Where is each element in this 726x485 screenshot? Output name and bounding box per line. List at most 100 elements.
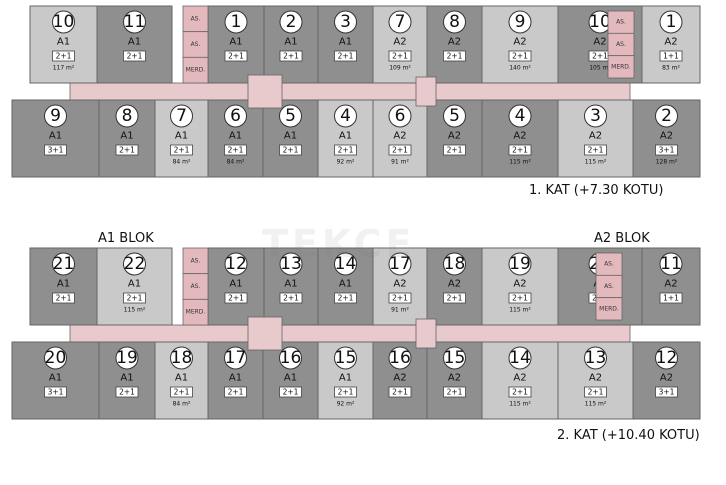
core-cell (182, 56, 209, 84)
unit-block: A1 (175, 373, 188, 384)
unit-type-box (443, 292, 466, 304)
unit-block: A2 (513, 373, 526, 384)
unit-block: A1 (339, 373, 352, 384)
unit-type-box (224, 292, 248, 304)
unit-type-box (279, 386, 302, 398)
unit-number: 20 (45, 348, 67, 368)
unit-number-circle (224, 346, 247, 370)
unit-block: A2 (448, 279, 461, 290)
core-label: MERD. (599, 305, 619, 312)
unit-number: 17 (225, 348, 247, 368)
unit-type-box (584, 386, 607, 398)
unit-number: 3 (590, 106, 601, 126)
unit-area: 83 m² (662, 65, 680, 72)
unit-number: 22 (124, 254, 146, 274)
core-cell (595, 297, 623, 321)
unit-type-box (508, 50, 532, 62)
unit-number: 18 (171, 348, 193, 368)
unit-type: 2+1 (588, 388, 604, 397)
unit-type: 2+1 (392, 52, 408, 61)
corridor-landing (247, 74, 283, 109)
unit-fill (11, 341, 100, 420)
unit-number-circle (655, 104, 678, 128)
unit-block: A2 (393, 37, 406, 48)
core-label: AS. (191, 15, 201, 22)
unit-number: 10 (589, 12, 611, 32)
unit-block: A2 (593, 37, 606, 48)
unit-type: 2+1 (512, 52, 528, 61)
core-label: AS. (191, 257, 201, 264)
unit-type: 2+1 (592, 52, 608, 61)
unit-type-box (388, 144, 412, 156)
unit-number: 15 (444, 348, 466, 368)
unit-area: 115 m² (585, 401, 607, 408)
unit-type-box (584, 144, 607, 156)
unit-block: A1 (229, 37, 242, 48)
unit-type: 2+1 (228, 388, 244, 397)
unit-type-box (123, 292, 146, 304)
core-label: AS. (191, 283, 201, 290)
unit-area: 115 m² (585, 159, 607, 166)
core-cell (182, 273, 209, 300)
unit-number-circle (44, 346, 67, 370)
core-label: AS. (191, 41, 201, 48)
unit-number: 18 (444, 254, 466, 274)
unit-block: A1 (229, 131, 242, 142)
unit-block: A1 (49, 373, 62, 384)
unit-area: 109 m² (389, 65, 411, 72)
core-cell (182, 5, 209, 33)
unit-area: 92 m² (337, 159, 355, 166)
unit-number: 2 (661, 106, 672, 126)
unit-number: 14 (509, 348, 531, 368)
unit-block: A2 (448, 131, 461, 142)
unit-type: 3+1 (659, 388, 675, 397)
unit-number-circle (334, 252, 357, 276)
unit-type: 2+1 (119, 146, 135, 155)
unit-type: 2+1 (338, 52, 354, 61)
core-label: MERD. (186, 67, 206, 74)
unit-number-circle (508, 346, 532, 370)
unit-number-circle (388, 104, 412, 128)
unit-number-circle (279, 346, 302, 370)
unit-type: 2+1 (174, 146, 190, 155)
